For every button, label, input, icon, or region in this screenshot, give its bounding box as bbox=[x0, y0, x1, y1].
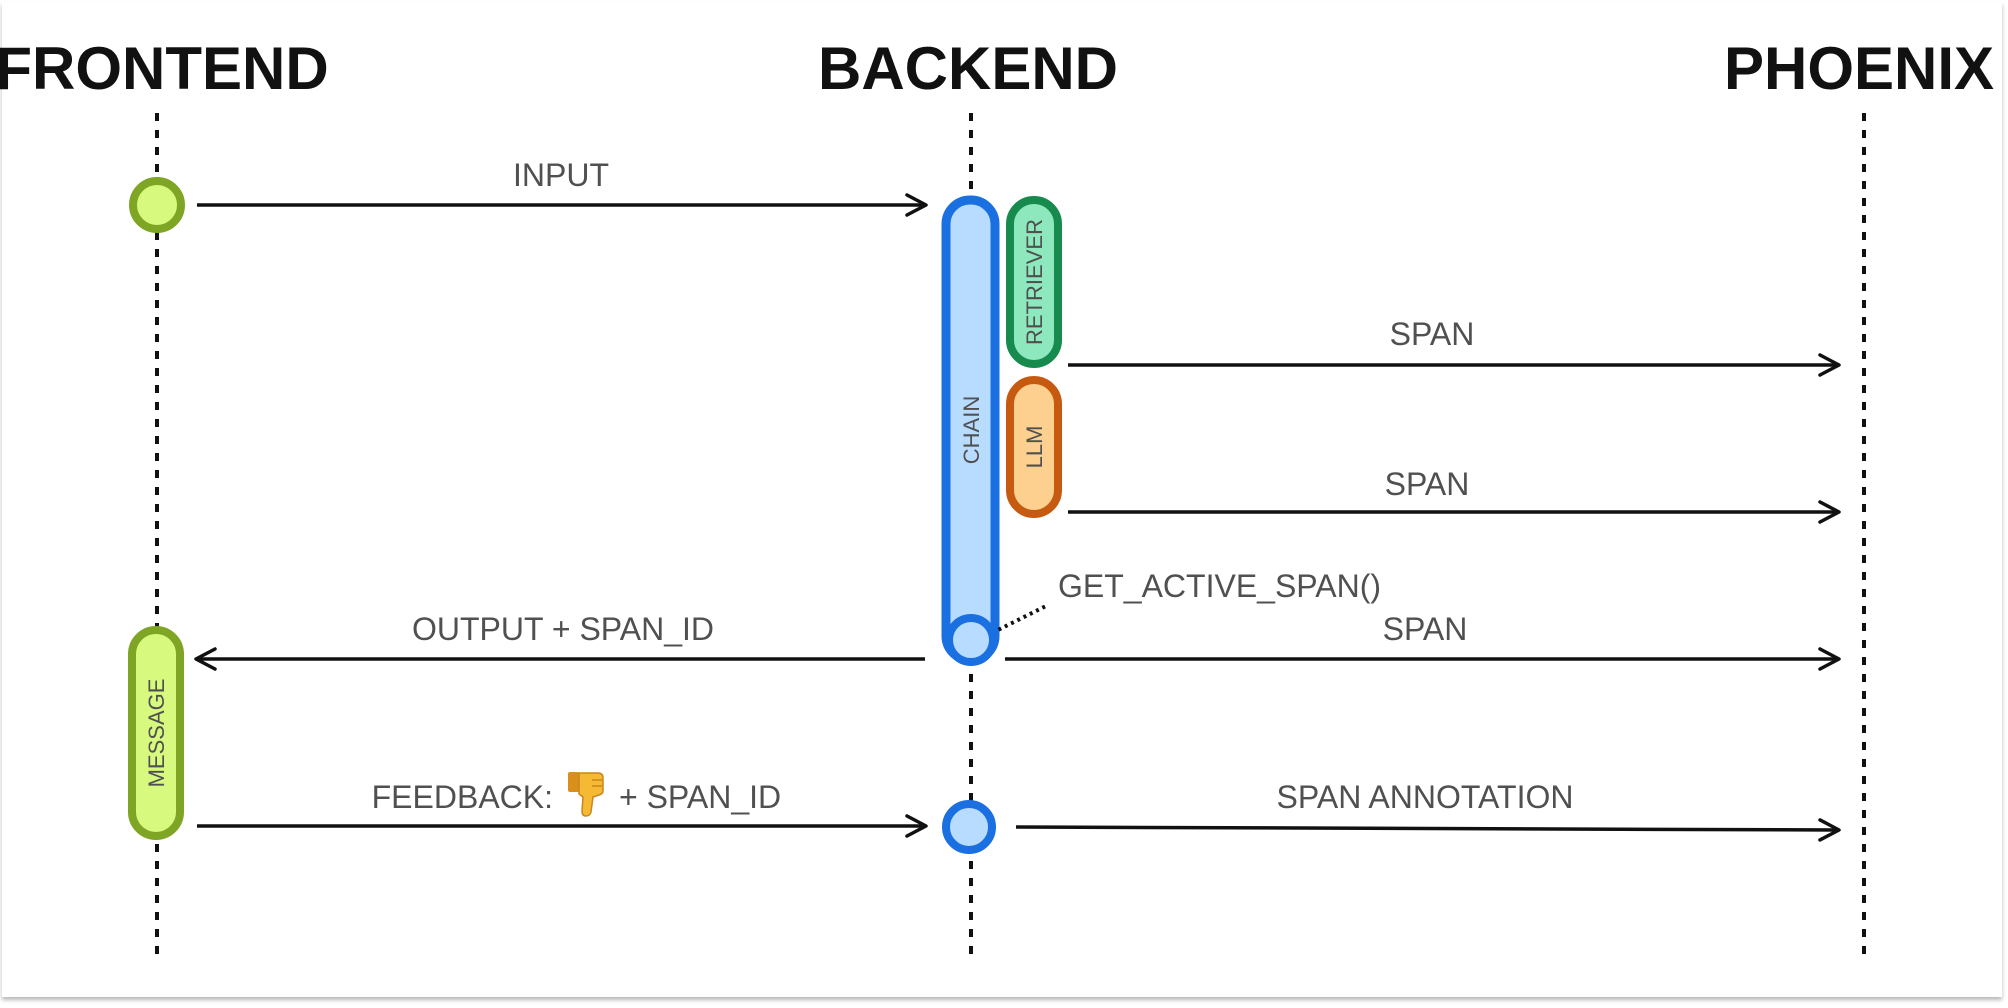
feedback-label-suffix: + SPAN_ID bbox=[619, 779, 781, 815]
span-annotation-arrow bbox=[1015, 818, 1841, 842]
llm-span-pill bbox=[1006, 376, 1062, 518]
retriever-span-pill bbox=[1006, 196, 1062, 368]
llm-span-label: LLM bbox=[1022, 426, 1047, 469]
input-label: INPUT bbox=[513, 157, 609, 193]
feedback-label-prefix: FEEDBACK: bbox=[372, 779, 553, 815]
output-label: OUTPUT + SPAN_ID bbox=[412, 611, 714, 647]
input-origin-node bbox=[129, 177, 185, 233]
message-pill-label: MESSAGE bbox=[144, 679, 169, 788]
chain-span-message-label: SPAN bbox=[1383, 611, 1468, 647]
message-pill bbox=[128, 626, 184, 840]
chain-end-node bbox=[945, 614, 997, 666]
llm-span-message-label: SPAN bbox=[1385, 466, 1470, 502]
chain-span-label: CHAIN bbox=[959, 396, 984, 464]
lane-title-frontend: FRONTEND bbox=[0, 35, 329, 102]
get-active-span-leader bbox=[985, 603, 1049, 638]
span-annotation-label: SPAN ANNOTATION bbox=[1277, 779, 1574, 815]
thumbs-down-icon bbox=[568, 772, 604, 817]
lane-title-phoenix: PHOENIX bbox=[1724, 35, 1994, 102]
feedback-backend-node bbox=[942, 800, 996, 854]
get-active-span-label: GET_ACTIVE_SPAN() bbox=[1058, 568, 1381, 604]
retriever-span-message-label: SPAN bbox=[1390, 316, 1475, 352]
retriever-span-label: RETRIEVER bbox=[1022, 219, 1047, 345]
lane-title-backend: BACKEND bbox=[818, 35, 1118, 102]
